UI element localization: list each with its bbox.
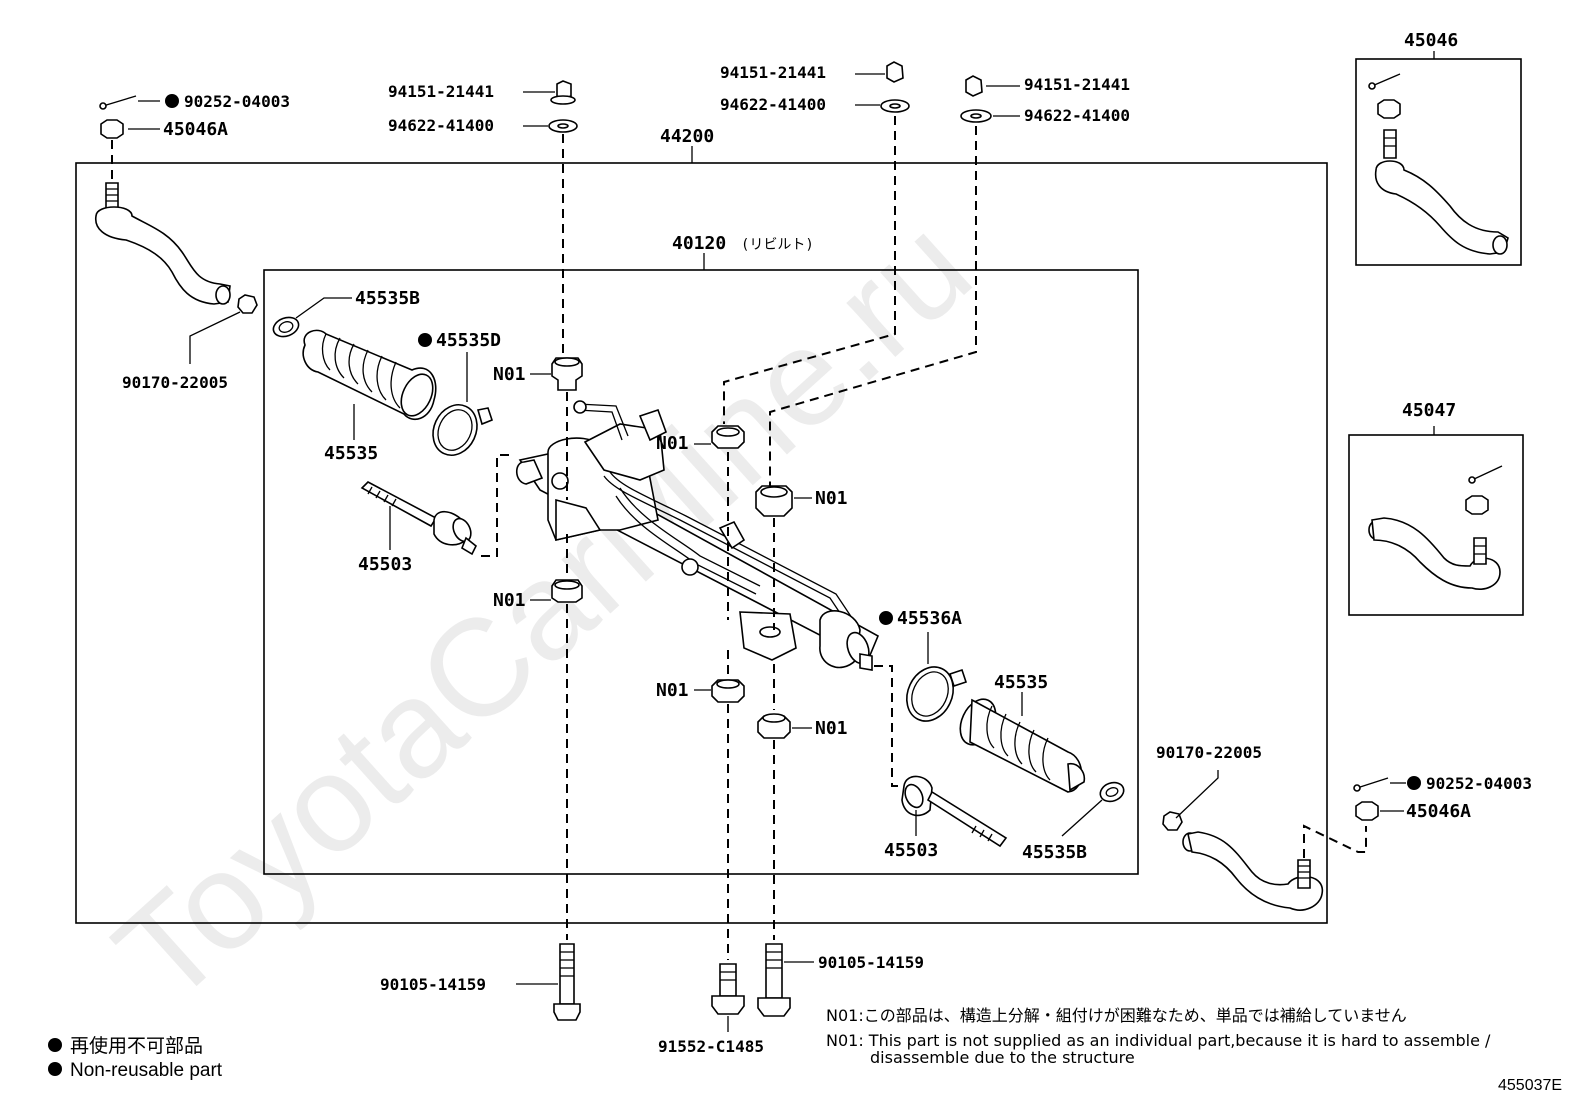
nut-90170-left [237, 294, 258, 314]
figure-id: 455037E [1498, 1077, 1562, 1094]
label-bolt-90105-left: 90105-14159 [380, 975, 486, 994]
washer-94622-b-hole [889, 103, 901, 109]
clamp-45535b-left [272, 316, 300, 338]
inset-45046-parts [1368, 73, 1509, 255]
bushing-n01-5-top [760, 486, 788, 498]
note-en-line1: N01: This part is not supplied as an ind… [826, 1031, 1491, 1050]
bolt-90105-right [757, 943, 791, 1017]
dash-column-b [723, 116, 896, 424]
label-nut-45046a-right: 45046A [1406, 801, 1471, 822]
nut-94151-b [886, 61, 904, 83]
castle-nut-right [1355, 801, 1379, 821]
bushing-n01-1-top [554, 357, 580, 367]
label-n01-1: N01 [493, 364, 526, 385]
boot-45535-left [302, 329, 437, 421]
assembly-label: 44200 [660, 126, 714, 147]
tie-rod-end-left [95, 182, 231, 305]
label-clamp-45535b-left: 45535B [355, 288, 420, 309]
legend-marker-jp [48, 1038, 62, 1052]
watermark: ToyotaCarMine.ru [87, 189, 999, 1032]
inset-45047-frame [1348, 434, 1524, 616]
bushing-n01-3-top [716, 427, 740, 437]
dash-column-c [769, 126, 977, 486]
label-clip-45536a: 45536A [897, 608, 962, 629]
boot-45535-right [959, 698, 1086, 793]
label-washer-94622-a: 94622-41400 [388, 116, 494, 135]
label-washer-94622-b: 94622-41400 [720, 95, 826, 114]
label-tie-rod-45503-left: 45503 [358, 554, 412, 575]
bolt-91552 [711, 963, 745, 1015]
bushing-n01-6-top [762, 713, 786, 723]
label-n01-5: N01 [815, 488, 848, 509]
clamp-45535b-right [1099, 781, 1125, 803]
bolt-90105-left [553, 943, 581, 1021]
label-boot-45535-right: 45535 [994, 672, 1048, 693]
label-cotter-pin-right: 90252-04003 [1426, 774, 1532, 793]
label-nut-45046a-left: 45046A [163, 119, 228, 140]
tie-rod-45503-left [360, 481, 478, 556]
tie-rod-45503-right [901, 775, 1008, 848]
cotter-pin-left-eye [99, 102, 107, 110]
castle-nut-left [100, 119, 124, 139]
tie-rod-end-right [1182, 831, 1323, 911]
inset-45046-frame [1355, 58, 1522, 266]
label-tie-rod-45503-right: 45503 [884, 840, 938, 861]
clamp-45535b-left-inner [278, 321, 294, 333]
rack-frame [263, 269, 1139, 875]
nut-94151-a-flange [550, 95, 576, 105]
label-nut-94151-a: 94151-21441 [388, 82, 494, 101]
washer-94622-c-hole [970, 113, 982, 119]
label-inset-45047: 45047 [1402, 400, 1456, 421]
washer-94622-a-hole [557, 123, 569, 129]
clip-45535d [432, 404, 493, 456]
clamp-45535b-right-inner [1105, 787, 1119, 797]
cotter-pin-right [1356, 777, 1389, 789]
non-reusable-marker [1407, 776, 1421, 790]
clamp-45535b-left-leader [295, 297, 352, 319]
cotter-pin-left [102, 95, 137, 107]
non-reusable-marker [165, 94, 179, 108]
non-reusable-marker [418, 333, 432, 347]
label-n01-4: N01 [656, 680, 689, 701]
note-en-line2: disassemble due to the structure [870, 1048, 1135, 1067]
nut-90170-left-leader [189, 311, 241, 364]
label-inset-45046: 45046 [1404, 30, 1458, 51]
label-washer-94622-c: 94622-41400 [1024, 106, 1130, 125]
legend-marker-en [48, 1062, 62, 1076]
nut-90170-right-leader [1175, 770, 1219, 819]
dash-rack-to-tie-rod-right [874, 665, 904, 787]
cotter-pin-right-eye [1353, 784, 1361, 792]
label-n01-3: N01 [656, 433, 689, 454]
rack-housing [515, 400, 880, 671]
label-clamp-45535b-right: 45535B [1022, 842, 1087, 863]
label-boot-45535-left: 45535 [324, 443, 378, 464]
label-nut-94151-b: 94151-21441 [720, 63, 826, 82]
clip-45536a [906, 666, 968, 722]
dash-tie-rod-left-to-rack [481, 454, 511, 557]
legend-jp: 再使用不可部品 [70, 1035, 203, 1057]
non-reusable-marker [879, 611, 893, 625]
nut-94151-c [965, 75, 983, 97]
dash-tie-rod-right [1303, 824, 1367, 858]
inset-45047-parts [1368, 465, 1503, 590]
label-n01-2: N01 [493, 590, 526, 611]
label-bolt-90105-right: 90105-14159 [818, 953, 924, 972]
label-bolt-91552: 91552-C1485 [658, 1037, 764, 1056]
label-clip-45535d: 45535D [436, 330, 501, 351]
clamp-45535b-right-leader [1061, 799, 1103, 837]
label-nut-90170-right: 90170-22005 [1156, 743, 1262, 762]
rack-label: 40120 [672, 233, 726, 254]
rack-label-suffix: (リビルト) [741, 237, 814, 253]
legend-en: Non-reusable part [70, 1060, 223, 1081]
note-jp: N01:この部品は、構造上分解・組付けが困難なため、単品では補給していません [826, 1006, 1407, 1025]
bushing-n01-2-top [554, 580, 580, 590]
label-nut-90170-left: 90170-22005 [122, 373, 228, 392]
label-nut-94151-c: 94151-21441 [1024, 75, 1130, 94]
assembly-frame [75, 162, 1328, 924]
label-n01-6: N01 [815, 718, 848, 739]
label-cotter-pin-left: 90252-04003 [184, 92, 290, 111]
bushing-n01-4-top [716, 679, 740, 689]
